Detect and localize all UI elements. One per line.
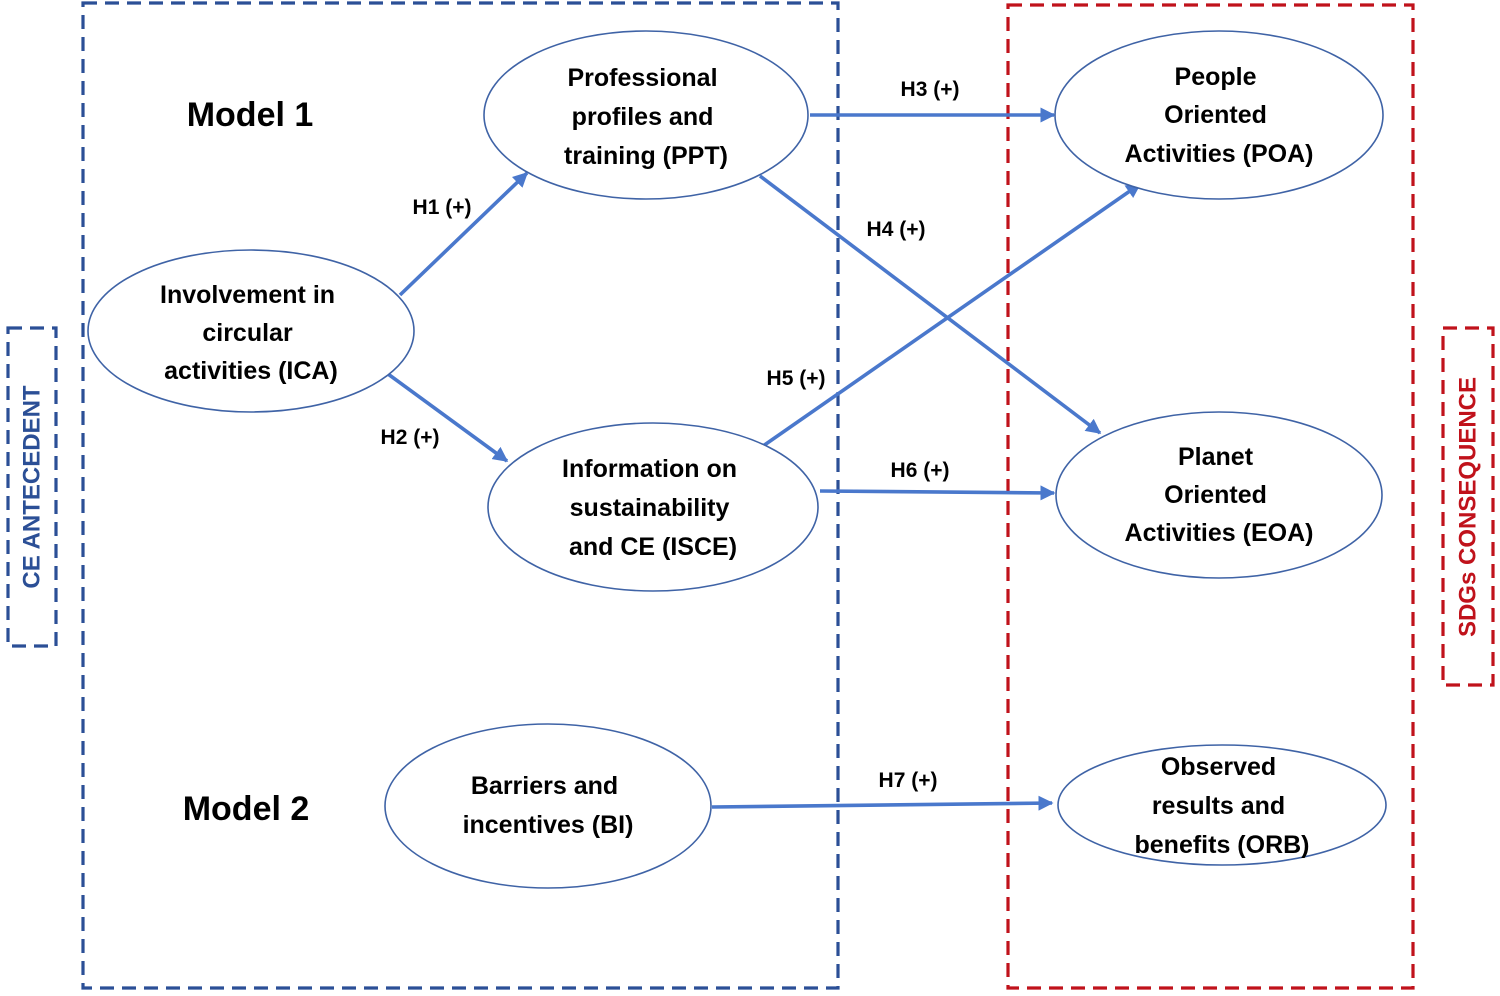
antecedent-label: CE ANTECEDENT xyxy=(18,385,45,588)
node-orb: Observed results and benefits (ORB) xyxy=(1057,744,1387,866)
node-poa-line-3: Activities (POA) xyxy=(1125,140,1314,168)
node-ica: Involvement in circular activities (ICA) xyxy=(87,249,415,413)
svg-text:Observed results and: Observed results and benefits (ORB) xyxy=(1135,753,1310,859)
hypothesis-h5: H5 (+) xyxy=(767,367,826,390)
node-bi-line-1: Barriers and xyxy=(471,772,618,800)
node-ica-line-1: Involvement in xyxy=(160,281,335,309)
node-isce: Information on sustainability and CE (IS… xyxy=(487,422,819,592)
consequence-label: SDGs CONSEQUENCE xyxy=(1454,377,1481,637)
node-ppt: Professional profiles and training (PPT) xyxy=(483,30,809,200)
node-poa-line-1: People xyxy=(1175,63,1257,91)
node-orb-line-3: benefits (ORB) xyxy=(1135,831,1310,859)
antecedent-label-box xyxy=(6,326,58,648)
antecedent-region xyxy=(81,1,840,990)
node-isce-line-1: Information on xyxy=(562,455,737,483)
node-ppt-line-2: profiles and xyxy=(572,103,714,131)
arrow-h2 xyxy=(386,372,509,463)
node-eoa: Planet Oriented Activities (EOA) xyxy=(1055,411,1383,579)
node-eoa-line-2: Oriented xyxy=(1164,481,1267,509)
arrow-h5 xyxy=(761,182,1142,448)
hypothesis-h4: H4 (+) xyxy=(867,218,926,241)
node-ica-line-3: activities (ICA) xyxy=(164,357,338,385)
svg-text:Involvement in circular: Involvement in circular activities (ICA) xyxy=(160,281,342,385)
svg-text:Planet Oriented Ac: Planet Oriented Activities (EOA) xyxy=(1125,443,1314,547)
node-bi: Barriers and incentives (BI) xyxy=(384,723,712,889)
node-bi-line-2: incentives (BI) xyxy=(463,811,634,839)
svg-text:Barriers and incentives: Barriers and incentives (BI) xyxy=(463,772,634,839)
arrow-h1 xyxy=(398,171,529,297)
node-ppt-line-3: training (PPT) xyxy=(564,142,728,170)
svg-text:Professional profiles an: Professional profiles and training (PPT) xyxy=(564,64,728,170)
arrow-h7 xyxy=(711,795,1054,811)
node-ppt-line-1: Professional xyxy=(567,64,717,92)
hypothesis-h6: H6 (+) xyxy=(891,459,950,482)
hypothesis-h7: H7 (+) xyxy=(879,769,938,792)
model-2-label: Model 2 xyxy=(183,790,310,828)
node-eoa-line-1: Planet xyxy=(1178,443,1254,471)
node-isce-line-2: sustainability xyxy=(570,494,730,522)
svg-text:Information on sustainab: Information on sustainability and CE (IS… xyxy=(562,455,744,561)
consequence-label-box xyxy=(1441,326,1495,687)
hypothesis-h1: H1 (+) xyxy=(413,196,472,219)
node-ica-line-2: circular xyxy=(202,319,293,347)
svg-text:People Oriented Ac: People Oriented Activities (POA) xyxy=(1125,63,1314,168)
consequence-region xyxy=(1006,3,1415,990)
node-orb-line-1: Observed xyxy=(1161,753,1276,781)
model-1-label: Model 1 xyxy=(187,96,314,134)
node-isce-line-3: and CE (ISCE) xyxy=(569,533,737,561)
arrow-h6 xyxy=(819,485,1056,501)
arrow-h4 xyxy=(758,174,1102,435)
hypothesis-h2: H2 (+) xyxy=(381,426,440,449)
node-poa-line-2: Oriented xyxy=(1164,101,1267,129)
node-orb-line-2: results and xyxy=(1152,792,1285,820)
node-eoa-line-3: Activities (EOA) xyxy=(1125,519,1314,547)
hypothesis-h3: H3 (+) xyxy=(901,78,960,101)
node-poa: People Oriented Activities (POA) xyxy=(1054,30,1384,200)
